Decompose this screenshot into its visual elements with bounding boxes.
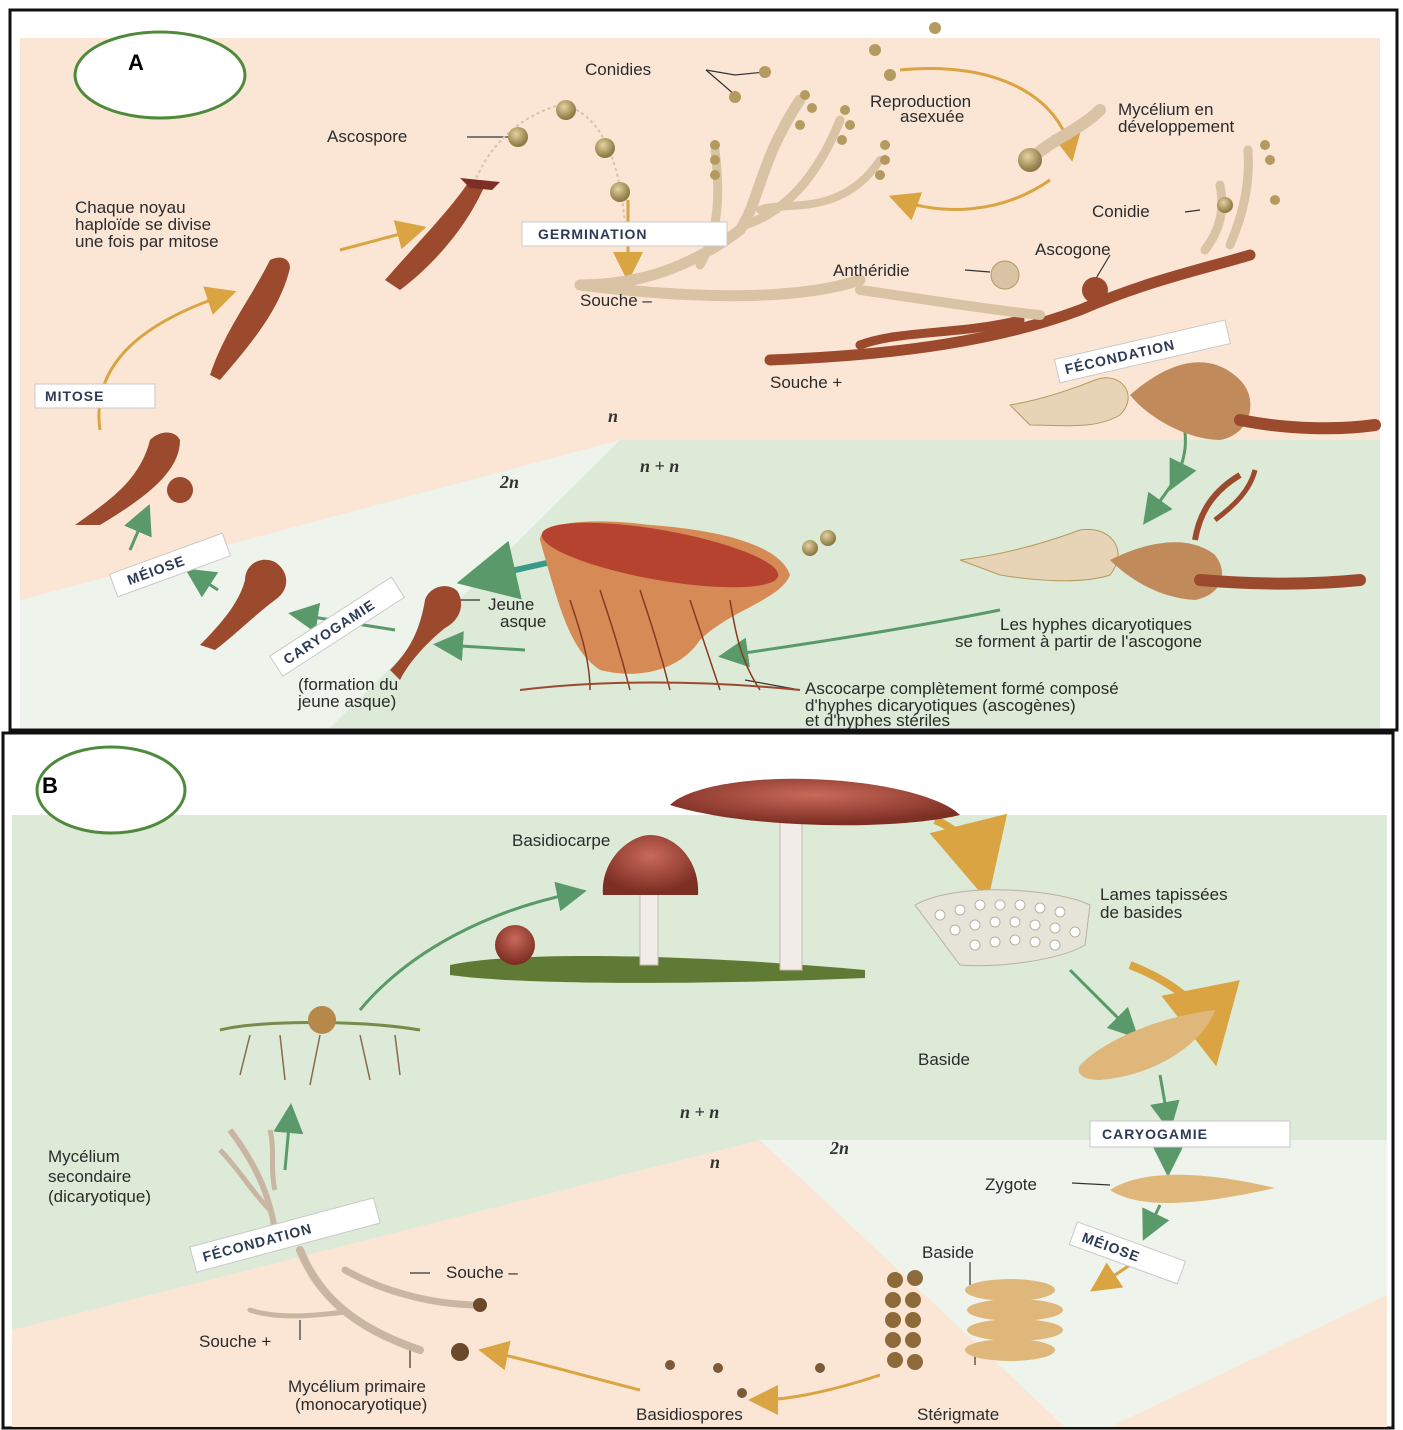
ploidy-n-plus-n-a: n + n <box>640 456 679 476</box>
label-formation-2: jeune asque) <box>297 692 396 711</box>
label-basidiospores: Basidiospores <box>636 1405 743 1424</box>
label-basidiocarpe: Basidiocarpe <box>512 831 610 850</box>
label-souche-plus-a: Souche + <box>770 373 842 392</box>
label-mycelium-primaire-1: Mycélium primaire <box>288 1377 426 1396</box>
label-mycelium-secondaire-2: secondaire <box>48 1167 131 1186</box>
label-hyphes-2: se forment à partir de l'ascogone <box>955 632 1202 651</box>
ploidy-n-plus-n-b: n + n <box>680 1102 719 1122</box>
label-antheridie: Anthéridie <box>833 261 910 280</box>
label-ascogone: Ascogone <box>1035 240 1111 259</box>
label-conidies: Conidies <box>585 60 651 79</box>
ploidy-2n-a: 2n <box>499 472 519 492</box>
label-ascospore: Ascospore <box>327 127 407 146</box>
tag-mitose-a: MITOSE <box>35 384 155 408</box>
label-souche-minus-b: Souche – <box>446 1263 518 1282</box>
label-sterigmate: Stérigmate <box>917 1405 999 1424</box>
tag-germination: GERMINATION <box>522 222 727 246</box>
panel-b: B <box>3 733 1393 1428</box>
label-zygote: Zygote <box>985 1175 1037 1194</box>
tag-germination-text: GERMINATION <box>538 226 648 242</box>
label-chaque-noyau-3: une fois par mitose <box>75 232 219 251</box>
tag-caryogamie-b-text: CARYOGAMIE <box>1102 1126 1208 1142</box>
label-mycelium-primaire-2: (monocaryotique) <box>295 1395 427 1414</box>
tag-caryogamie-b: CARYOGAMIE <box>1090 1121 1290 1147</box>
label-baside-bottom: Baside <box>922 1243 974 1262</box>
label-developpement: développement <box>1118 117 1235 136</box>
panel-a-letter: A <box>128 50 144 75</box>
panel-b-letter: B <box>42 773 58 798</box>
label-asexuee: asexuée <box>900 107 964 126</box>
tag-mitose-text: MITOSE <box>45 388 104 404</box>
panel-b-badge <box>37 747 185 833</box>
label-mycelium-secondaire-3: (dicaryotique) <box>48 1187 151 1206</box>
panel-a: A <box>10 10 1397 730</box>
ploidy-n-b: n <box>710 1152 720 1172</box>
label-souche-minus-a: Souche – <box>580 291 652 310</box>
label-baside-top: Baside <box>918 1050 970 1069</box>
ploidy-2n-b: 2n <box>829 1138 849 1158</box>
panel-a-badge <box>75 32 245 118</box>
label-ascocarpe-3: et d'hyphes stériles <box>805 711 950 730</box>
label-souche-plus-b: Souche + <box>199 1332 271 1351</box>
label-asque: asque <box>500 612 546 631</box>
label-lames-1: Lames tapissées <box>1100 885 1228 904</box>
label-conidie: Conidie <box>1092 202 1150 221</box>
label-mycelium-secondaire-1: Mycélium <box>48 1147 120 1166</box>
ploidy-n-a: n <box>608 406 618 426</box>
label-lames-2: de basides <box>1100 903 1182 922</box>
